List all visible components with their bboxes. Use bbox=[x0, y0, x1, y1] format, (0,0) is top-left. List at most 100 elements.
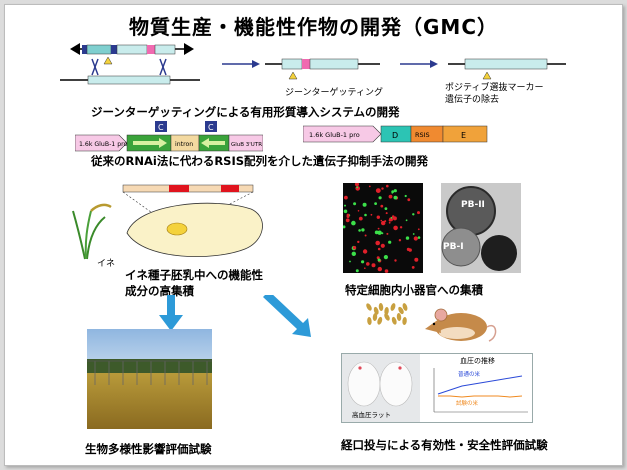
micrograph-cell bbox=[343, 209, 348, 214]
micrograph-cell bbox=[368, 185, 371, 188]
micrograph-cell bbox=[417, 236, 421, 239]
pb2-label: PB-II bbox=[461, 200, 485, 210]
fluorescence-micrograph bbox=[343, 183, 423, 273]
promoter-arrow bbox=[75, 134, 128, 152]
micrograph-cell bbox=[352, 246, 357, 250]
mouse-head bbox=[425, 319, 441, 333]
marker-c-box-1 bbox=[155, 121, 167, 132]
series-test-line bbox=[438, 395, 523, 398]
targeted-block-light bbox=[281, 58, 303, 70]
endosperm-caption-1: イネ種子胚乳中への機能性 bbox=[125, 268, 263, 282]
micrograph-cell bbox=[362, 202, 367, 207]
micrograph-cell bbox=[408, 248, 412, 252]
micrograph-cell bbox=[362, 249, 368, 254]
slide: 物質生産・機能性作物の開発（GMC） bbox=[4, 4, 623, 466]
rice-seed-illustration bbox=[72, 184, 263, 260]
seed-embryo bbox=[166, 222, 188, 236]
vector-marker-triangle bbox=[103, 56, 113, 65]
rice-grain bbox=[377, 316, 383, 325]
pb1-label: PB-I bbox=[443, 242, 464, 252]
micrograph-cell bbox=[386, 184, 389, 188]
vector-block-pink bbox=[147, 45, 155, 54]
rnai-caption: 従来のRNAi法に代わるRSIS配列を介した遺伝子抑制手法の開発 bbox=[91, 154, 429, 168]
rice-grains bbox=[366, 303, 408, 325]
micrograph-cell bbox=[393, 225, 398, 231]
micrograph-cell bbox=[375, 240, 380, 246]
final-block-light bbox=[464, 58, 548, 70]
marker-c-label-1: C bbox=[158, 123, 164, 132]
rice-grain bbox=[398, 306, 404, 315]
vector-block-navy bbox=[82, 45, 87, 54]
field-crop bbox=[87, 373, 212, 429]
rice-plant-leaf-2 bbox=[86, 216, 106, 260]
micrograph-cell bbox=[393, 189, 397, 193]
marker-removal-label-1: ポジティブ選抜マーカー bbox=[445, 83, 544, 93]
mouse-eye bbox=[432, 322, 436, 326]
targeted-marker-triangle bbox=[288, 71, 298, 80]
oral-test-caption: 経口投与による有効性・安全性評価試験 bbox=[341, 438, 548, 452]
micrograph-cell bbox=[344, 195, 348, 200]
field-trial-photo bbox=[87, 329, 212, 429]
rice-grain bbox=[384, 313, 390, 321]
micrograph-cell bbox=[388, 240, 392, 244]
rice-grain bbox=[366, 303, 372, 311]
crossover-right-b bbox=[159, 58, 167, 76]
micrograph-cell bbox=[377, 247, 381, 251]
rat-label: 高血圧ラット bbox=[352, 410, 391, 419]
vector-block-teal bbox=[86, 44, 112, 55]
intron-label: intron bbox=[175, 141, 193, 148]
series-normal-line bbox=[437, 375, 523, 395]
rice-plant-leaf-3 bbox=[84, 210, 92, 260]
micrograph-cell bbox=[381, 187, 384, 190]
rice-grain bbox=[402, 316, 407, 325]
promoter-label: 1.6k GluB-1 pro bbox=[79, 141, 128, 148]
micrograph-cell bbox=[364, 234, 367, 237]
seed-endosperm-shape bbox=[126, 202, 263, 257]
micrograph-cell bbox=[364, 213, 367, 217]
rice-grain bbox=[384, 306, 389, 315]
rat-1-eye bbox=[358, 366, 362, 370]
micrograph-cell bbox=[381, 220, 386, 226]
zoom-line-left bbox=[122, 191, 170, 226]
marker-removal-label-2: 遺伝子の除去 bbox=[445, 95, 500, 105]
vector-left-arrowhead bbox=[70, 43, 80, 55]
micrograph-cell bbox=[413, 236, 418, 241]
rnai-construct-2: 1.6k GluB-1 pro D RSIS E bbox=[303, 125, 488, 143]
mouse-belly bbox=[439, 327, 475, 339]
micrograph-cell bbox=[377, 227, 380, 230]
final-site-triangle bbox=[482, 71, 492, 80]
rnai-green-arrow-1 bbox=[133, 138, 167, 148]
protein-body-1 bbox=[441, 227, 481, 267]
micrograph-cell bbox=[361, 260, 365, 264]
micrograph-cell bbox=[376, 215, 380, 219]
micrograph-cell bbox=[388, 221, 391, 224]
micrograph-cell bbox=[358, 229, 361, 232]
micrograph-cell bbox=[361, 228, 365, 232]
micrograph-cell bbox=[411, 266, 415, 269]
mouse-tail bbox=[486, 324, 497, 342]
graph-title: 血圧の推移 bbox=[460, 357, 495, 365]
micrograph-cell bbox=[412, 233, 415, 235]
rat-1 bbox=[347, 361, 381, 407]
micrograph-cell bbox=[405, 236, 410, 240]
seed-construct-red-1 bbox=[169, 185, 189, 192]
rat-2 bbox=[379, 361, 413, 407]
micrograph-cell bbox=[407, 198, 411, 202]
rice-grain bbox=[391, 316, 397, 325]
micrograph-cell bbox=[351, 251, 356, 256]
micrograph-cell bbox=[380, 204, 384, 208]
micrograph-cell bbox=[385, 212, 388, 215]
promoter-arrow-2 bbox=[303, 125, 382, 143]
micrograph-cell bbox=[405, 219, 408, 222]
promoter-label-2: 1.6k GluB-1 pro bbox=[309, 131, 360, 139]
rat-photo: 高血圧ラット bbox=[342, 354, 420, 422]
rnai-construct-1: 1.6k GluB-1 pro intron GluB 3'UTR C C bbox=[75, 121, 263, 152]
micrograph-cell bbox=[390, 216, 393, 219]
blood-pressure-graph: 普通の米 試験の米 bbox=[433, 368, 528, 413]
gene-targeting-diagram bbox=[60, 43, 566, 85]
utr-segment bbox=[228, 134, 263, 152]
micrograph-cell bbox=[355, 269, 359, 273]
rice-panicle bbox=[90, 203, 112, 212]
micrograph-cell bbox=[417, 211, 420, 215]
micrograph-cell bbox=[343, 225, 346, 229]
